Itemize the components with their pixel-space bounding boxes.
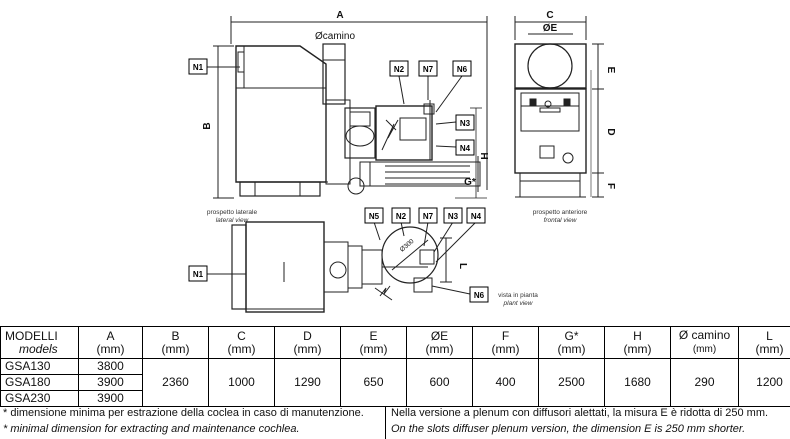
header-models-it: MODELLI (5, 328, 58, 343)
header-e-unit: (mm) (359, 341, 388, 356)
spec-table: MODELLI models A(mm) B(mm) C(mm) D(mm) E… (0, 326, 790, 407)
component-tags: N1 N2 N7 N6 N3 N4 N1 N5 N2 N7 N3 N4 N6 (188, 58, 489, 303)
header-models-en: models (19, 341, 58, 356)
header-d: D(mm) (274, 326, 341, 359)
header-h-name: H (633, 328, 642, 343)
header-e-name: E (369, 328, 378, 343)
header-oe: ØE(mm) (406, 326, 473, 359)
tag-n6-side: N6 (457, 65, 468, 74)
value-d: 1290 (274, 358, 341, 407)
value-l: 1200 (738, 358, 790, 407)
note-right-it: Nella versione a plenum con diffusori al… (391, 407, 769, 419)
tag-n5-plan: N5 (369, 212, 380, 221)
footnotes: * dimensione minima per estrazione della… (0, 406, 790, 439)
tag-n3-plan: N3 (448, 212, 459, 221)
dim-d-label: D (605, 128, 616, 135)
tag-n4-side: N4 (460, 144, 471, 153)
tag-n1-side: N1 (193, 63, 204, 72)
header-camino-name: Ø camino (678, 328, 731, 342)
tag-n7-plan: N7 (423, 212, 434, 221)
header-models: MODELLI models (0, 326, 79, 359)
value-camino: 290 (670, 358, 739, 407)
dim-b-label: B (202, 122, 213, 129)
tag-n3-side: N3 (460, 119, 471, 128)
model-a-value: 3900 (78, 374, 143, 391)
tag-n2-side: N2 (394, 65, 405, 74)
model-a-value: 3800 (78, 358, 143, 375)
header-l-unit: (mm) (755, 341, 784, 356)
header-d-name: D (303, 328, 312, 343)
value-h: 1680 (604, 358, 671, 407)
header-d-unit: (mm) (293, 341, 322, 356)
header-b-unit: (mm) (161, 341, 190, 356)
dim-g-label: G* (464, 177, 476, 188)
table-row: GSA230 3900 (0, 390, 790, 407)
model-name: GSA230 (0, 390, 79, 407)
view-captions: prospetto laterale lateral view prospett… (207, 209, 588, 307)
dim-diameter-label: Ø300 (399, 238, 416, 254)
model-name: GSA130 (0, 358, 79, 375)
tag-n6-plan: N6 (474, 291, 485, 300)
front-view (514, 16, 604, 198)
header-b-name: B (171, 328, 180, 343)
header-f-unit: (mm) (491, 341, 520, 356)
header-g-unit: (mm) (557, 341, 586, 356)
header-camino-unit: (mm) (692, 344, 717, 355)
header-h: H(mm) (604, 326, 671, 359)
header-oe-name: ØE (430, 328, 449, 343)
value-f: 400 (472, 358, 539, 407)
tag-n7-side: N7 (423, 65, 434, 74)
tag-n1-plan: N1 (193, 270, 204, 279)
caption-plan-it: vista in pianta (498, 292, 538, 299)
note-left-it: * dimensione minima per estrazione della… (3, 407, 364, 419)
header-h-unit: (mm) (623, 341, 652, 356)
header-a-name: A (106, 328, 115, 343)
note-left-en: * minimal dimension for extracting and m… (3, 423, 300, 435)
plan-view (207, 221, 477, 313)
header-c: C(mm) (208, 326, 275, 359)
header-a-unit: (mm) (96, 341, 125, 356)
dim-h-label: H (480, 152, 491, 159)
header-f-name: F (501, 328, 510, 343)
header-l: L(mm) (738, 326, 790, 359)
dim-camino-label: Øcamino (315, 31, 355, 42)
dim-oe-label: ØE (543, 23, 558, 34)
header-camino: Ø camino (mm) (670, 326, 739, 359)
header-l-name: L (766, 328, 773, 343)
header-oe-unit: (mm) (425, 341, 454, 356)
technical-drawing: A B Øcamino H G* C ØE E D F L Ø300 N1 N2… (188, 10, 616, 313)
dim-f-label: F (605, 183, 616, 189)
table-row: GSA130 3800 2360 1000 1290 650 600 400 2… (0, 358, 790, 407)
model-a-value: 3900 (78, 390, 143, 407)
note-right-en: On the slots diffuser plenum version, th… (391, 423, 746, 435)
value-oe: 600 (406, 358, 473, 407)
header-f: F(mm) (472, 326, 539, 359)
caption-plan-en: plant view (503, 300, 534, 307)
header-e: E(mm) (340, 326, 407, 359)
dim-e-side-label: E (605, 67, 616, 74)
header-c-unit: (mm) (227, 341, 256, 356)
header-c-name: C (237, 328, 246, 343)
notes-divider (385, 406, 386, 439)
value-g: 2500 (538, 358, 605, 407)
dim-c-label: C (546, 10, 553, 21)
header-g: G*(mm) (538, 326, 605, 359)
caption-front-en: frontal view (544, 217, 578, 224)
header-a: A(mm) (78, 326, 143, 359)
value-b: 2360 (142, 358, 209, 407)
value-e: 650 (340, 358, 407, 407)
tag-n2-plan: N2 (396, 212, 407, 221)
side-view (207, 16, 488, 199)
dim-l-label: L (457, 263, 468, 269)
value-c: 1000 (208, 358, 275, 407)
caption-front-it: prospetto anteriore (533, 209, 588, 216)
table-header-row: MODELLI models A(mm) B(mm) C(mm) D(mm) E… (0, 326, 790, 359)
model-name: GSA180 (0, 374, 79, 391)
caption-side-it: prospetto laterale (207, 209, 258, 216)
dim-a-label: A (336, 10, 343, 21)
tag-n4-plan: N4 (471, 212, 482, 221)
header-g-name: G* (564, 328, 579, 343)
header-b: B(mm) (142, 326, 209, 359)
caption-side-en: lateral view (216, 217, 250, 224)
